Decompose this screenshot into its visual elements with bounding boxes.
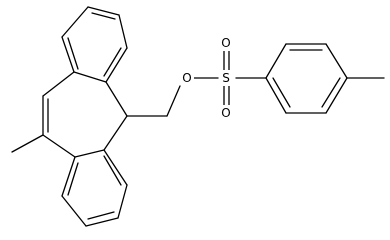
svg-text:S: S	[222, 71, 230, 85]
atom-label-ether-oxygen: O	[181, 70, 194, 86]
central-ring	[42, 71, 128, 158]
lower-benzene-ring	[61, 149, 128, 227]
molecule-diagram: O S O O	[11, 6, 385, 227]
svg-text:O: O	[221, 36, 230, 50]
atom-label-sulfur: S	[220, 70, 233, 86]
upper-benzene-ring	[61, 6, 128, 83]
svg-text:O: O	[182, 71, 191, 85]
ch2-linker	[126, 85, 181, 117]
methyl-bond-left	[11, 134, 44, 153]
tolyl-ring	[265, 43, 348, 114]
structure-canvas: O S O O	[11, 6, 385, 227]
sulfonyl-double-bonds	[223, 49, 230, 107]
svg-text:O: O	[221, 106, 230, 120]
atom-label-sulfonyl-oxygen-top: O	[220, 35, 233, 51]
atom-label-sulfonyl-oxygen-bottom: O	[220, 105, 233, 121]
